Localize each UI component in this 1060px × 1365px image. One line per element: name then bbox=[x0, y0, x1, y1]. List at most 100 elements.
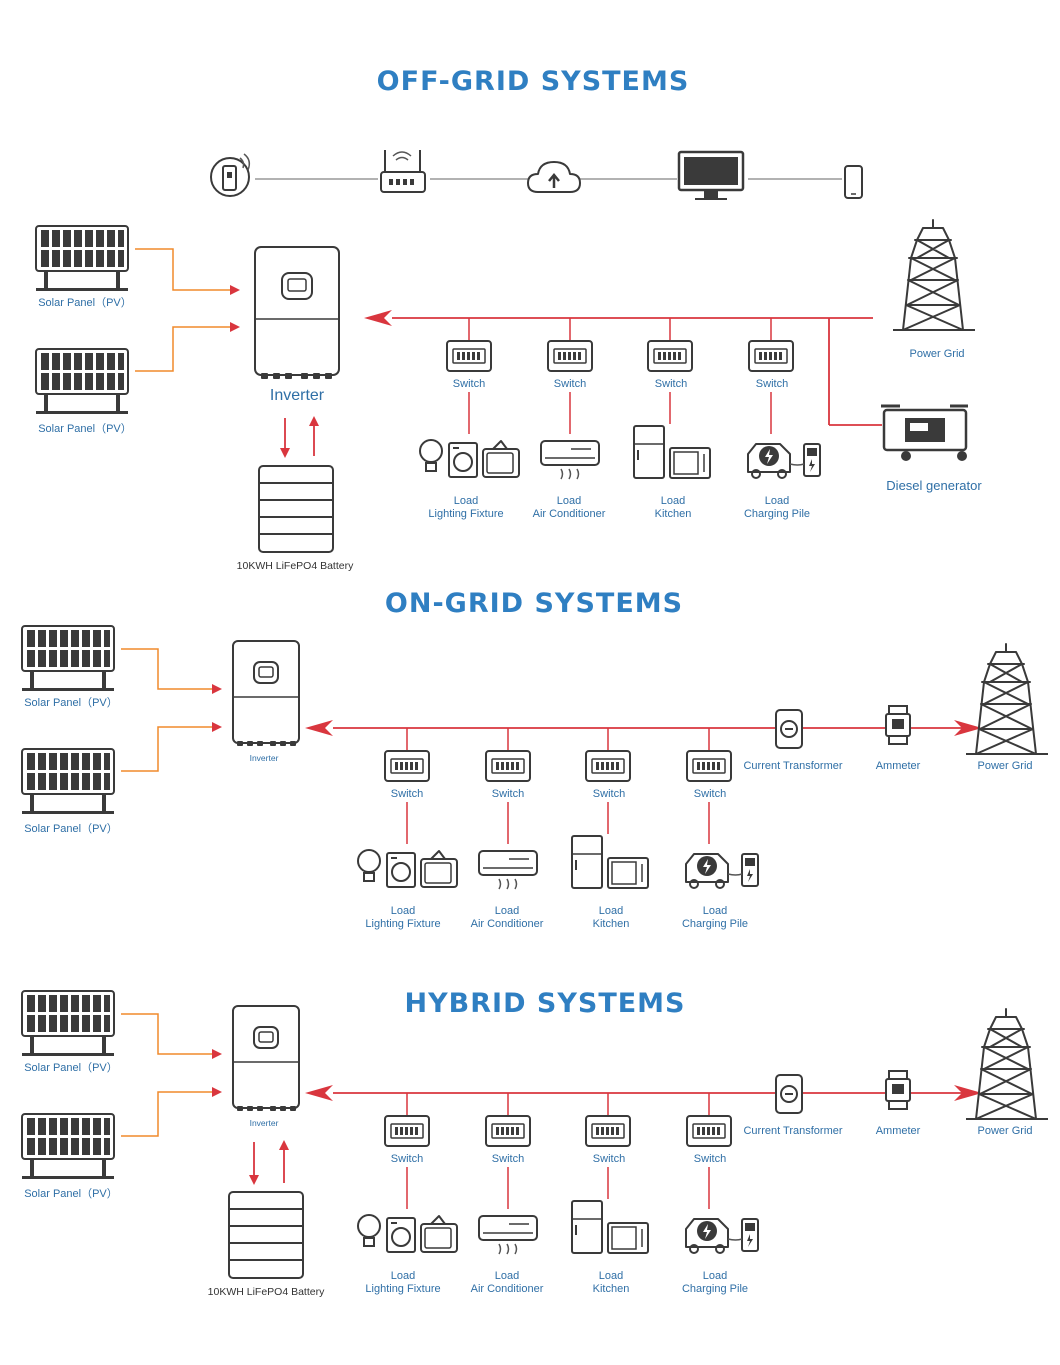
switch-branch-2: Switch Load Air Conditioner bbox=[533, 318, 606, 520]
inverter bbox=[254, 246, 340, 380]
load-label: Load bbox=[599, 1270, 623, 1282]
solar-panel-2 bbox=[21, 1113, 115, 1180]
switch-label: Switch bbox=[492, 788, 524, 800]
power-grid-label: Power Grid bbox=[977, 760, 1032, 772]
solar-panel-label: Solar Panel（PV） bbox=[24, 696, 118, 709]
load-name: Charging Pile bbox=[682, 918, 748, 930]
battery bbox=[258, 465, 334, 553]
load-label: Load bbox=[703, 1270, 727, 1282]
switch-branch-2: Switch Load Air Conditioner bbox=[471, 728, 544, 930]
router-icon bbox=[380, 150, 426, 193]
dc-line bbox=[121, 1013, 222, 1059]
switch-label: Switch bbox=[756, 378, 788, 390]
load-label: Load bbox=[703, 905, 727, 917]
inverter bbox=[232, 640, 300, 747]
load-label: Load bbox=[599, 905, 623, 917]
smartphone-icon bbox=[844, 165, 863, 199]
load-label: Load bbox=[765, 495, 789, 507]
diesel-generator-label: Diesel generator bbox=[886, 478, 982, 493]
current-transformer-icon bbox=[775, 709, 803, 749]
switch-branch-4: Switch Load Charging Pile bbox=[682, 728, 759, 930]
current-transformer-label: Current Transformer bbox=[743, 1125, 842, 1137]
dc-line bbox=[121, 648, 222, 694]
power-grid-label: Power Grid bbox=[909, 348, 964, 360]
switch-label: Switch bbox=[655, 378, 687, 390]
dc-line bbox=[135, 322, 240, 372]
switch-branch-3: Switch Load Kitchen bbox=[633, 318, 711, 520]
wifi-stick-icon bbox=[210, 153, 251, 197]
switch-branch-1: Switch Load Lighting Fixture bbox=[357, 728, 458, 930]
inverter-label: Inverter bbox=[250, 753, 279, 763]
load-name: Air Conditioner bbox=[533, 508, 606, 520]
solar-panel-2 bbox=[21, 748, 115, 815]
ammeter-label: Ammeter bbox=[876, 760, 921, 772]
switch-label: Switch bbox=[391, 1153, 423, 1165]
solar-panel-label: Solar Panel（PV） bbox=[24, 1187, 118, 1200]
load-name: Charging Pile bbox=[682, 1283, 748, 1295]
switch-branch-4: Switch Load Charging Pile bbox=[682, 1093, 759, 1295]
switch-branch-3: Switch Load Kitchen bbox=[571, 728, 649, 930]
battery bbox=[228, 1191, 304, 1279]
load-name: Lighting Fixture bbox=[365, 918, 440, 930]
solar-panel-label: Solar Panel（PV） bbox=[24, 822, 118, 835]
load-label: Load bbox=[391, 1270, 415, 1282]
inverter-label: Inverter bbox=[270, 387, 325, 404]
solar-panel-label: Solar Panel（PV） bbox=[38, 422, 132, 435]
battery-label: 10KWH LiFePO4 Battery bbox=[208, 1286, 325, 1298]
switch-label: Switch bbox=[694, 788, 726, 800]
switch-branch-1: Switch Load Lighting Fixture bbox=[419, 318, 520, 520]
load-label: Load bbox=[495, 1270, 519, 1282]
solar-panel-2 bbox=[35, 348, 129, 415]
switch-branch-1: Switch Load Lighting Fixture bbox=[357, 1093, 458, 1295]
power-grid-pylon bbox=[965, 643, 1049, 755]
load-name: Air Conditioner bbox=[471, 918, 544, 930]
dc-line bbox=[121, 722, 222, 772]
load-label: Load bbox=[495, 905, 519, 917]
load-label: Load bbox=[391, 905, 415, 917]
cloud-upload-icon bbox=[527, 161, 581, 193]
ammeter-icon bbox=[885, 705, 911, 745]
dc-line bbox=[121, 1087, 222, 1137]
ammeter-icon bbox=[885, 1070, 911, 1110]
switch-label: Switch bbox=[453, 378, 485, 390]
load-label: Load bbox=[661, 495, 685, 507]
dc-line bbox=[135, 248, 240, 295]
load-name: Lighting Fixture bbox=[365, 1283, 440, 1295]
load-name: Kitchen bbox=[593, 918, 630, 930]
power-grid-label: Power Grid bbox=[977, 1125, 1032, 1137]
current-transformer-label: Current Transformer bbox=[743, 760, 842, 772]
switch-branch-4: Switch Load Charging Pile bbox=[744, 318, 821, 520]
solar-panel-1 bbox=[35, 225, 129, 292]
inverter-label: Inverter bbox=[250, 1118, 279, 1128]
switch-label: Switch bbox=[391, 788, 423, 800]
load-name: Air Conditioner bbox=[471, 1283, 544, 1295]
ammeter-label: Ammeter bbox=[876, 1125, 921, 1137]
inverter bbox=[232, 1005, 300, 1112]
solar-panel-label: Solar Panel（PV） bbox=[24, 1061, 118, 1074]
switch-label: Switch bbox=[694, 1153, 726, 1165]
off-grid-title: OFF-GRID SYSTEMS bbox=[377, 66, 690, 97]
monitoring-chain bbox=[210, 150, 863, 200]
diesel-generator-icon bbox=[881, 404, 968, 461]
current-transformer-icon bbox=[775, 1074, 803, 1114]
power-grid-pylon bbox=[965, 1008, 1049, 1120]
hybrid-title: HYBRID SYSTEMS bbox=[405, 988, 686, 1019]
switch-branch-2: Switch Load Air Conditioner bbox=[471, 1093, 544, 1295]
load-label: Load bbox=[454, 495, 478, 507]
solar-panel-1 bbox=[21, 625, 115, 692]
solar-panel-1 bbox=[21, 990, 115, 1057]
load-name: Kitchen bbox=[593, 1283, 630, 1295]
load-name: Kitchen bbox=[655, 508, 692, 520]
load-label: Load bbox=[557, 495, 581, 507]
load-name: Charging Pile bbox=[744, 508, 810, 520]
power-grid-pylon bbox=[892, 219, 976, 331]
switch-label: Switch bbox=[554, 378, 586, 390]
on-grid-title: ON-GRID SYSTEMS bbox=[385, 588, 683, 619]
load-name: Lighting Fixture bbox=[428, 508, 503, 520]
on-grid-section: ON-GRID SYSTEMS Solar Panel（PV） Solar Pa… bbox=[21, 588, 1049, 930]
off-grid-section: OFF-GRID SYSTEMS bbox=[35, 66, 982, 572]
switch-label: Switch bbox=[593, 788, 625, 800]
switch-label: Switch bbox=[492, 1153, 524, 1165]
solar-panel-label: Solar Panel（PV） bbox=[38, 296, 132, 309]
battery-label: 10KWH LiFePO4 Battery bbox=[237, 560, 354, 572]
